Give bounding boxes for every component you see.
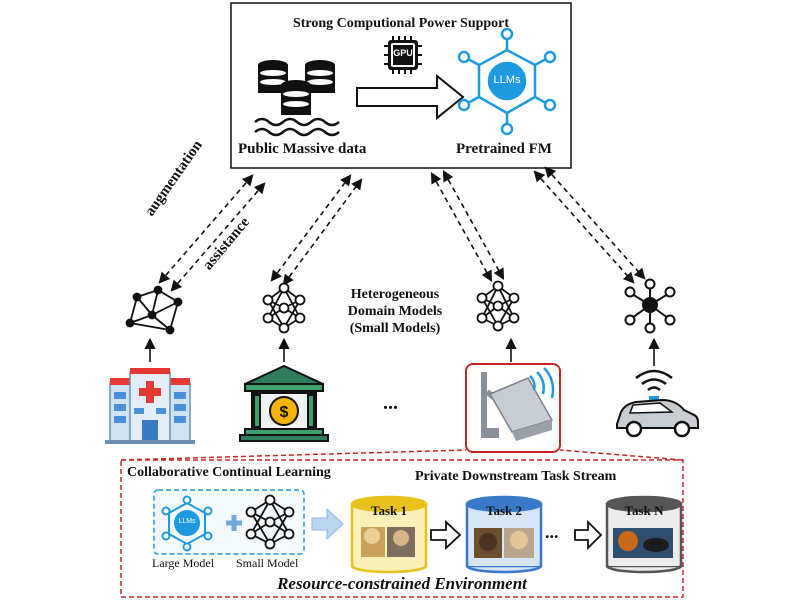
- car-network-icon: [624, 278, 676, 334]
- transfer-arrow: [356, 73, 465, 121]
- large-model-llm-icon: [161, 495, 213, 552]
- domain-models-line-3: (Small Models): [349, 321, 441, 336]
- small-model-network-icon: [245, 494, 295, 550]
- arrow-car-1: [533, 170, 635, 284]
- task-2-label: Task 2: [485, 503, 523, 518]
- domain-models-line-1: Heterogeneous: [350, 287, 440, 302]
- environment-box: [120, 459, 684, 598]
- task-1-label: Task 1: [370, 503, 408, 518]
- arrow-bank-1: [270, 174, 352, 282]
- arrow-car-2: [544, 166, 646, 280]
- arrow-hospital-2: [170, 182, 266, 292]
- database-icon: [258, 60, 335, 115]
- bank-network-icon: [262, 282, 306, 334]
- task-n-label: Task N: [624, 503, 664, 518]
- car-icon: [616, 369, 699, 438]
- stream-title: Private Downstream Task Stream: [415, 469, 617, 484]
- environment-label: Resource-constrained Environment: [277, 574, 527, 593]
- public-data-label: Public Massive data: [238, 141, 367, 157]
- wave-icon: [254, 117, 340, 137]
- camera-network-icon: [476, 280, 520, 332]
- arrow-camera-2: [442, 170, 505, 280]
- small-model-label: Small Model: [236, 556, 299, 570]
- dollar-sign-icon: $: [280, 404, 289, 421]
- task-n-cylinder: [605, 495, 683, 574]
- hospital-network-icon: [125, 285, 183, 335]
- collab-to-task-arrow: [311, 507, 344, 541]
- up-arrows: [144, 337, 660, 366]
- arrow-camera-1: [430, 172, 493, 282]
- large-model-label: Large Model: [152, 556, 215, 570]
- gpu-label: GPU: [393, 48, 413, 58]
- task-ellipsis: ...: [545, 522, 559, 542]
- task-arrow-1: [430, 519, 462, 551]
- top-box-title: Strong Computional Power Support: [292, 16, 510, 31]
- task-1-cylinder: [350, 495, 428, 574]
- llm-network-icon: [457, 27, 557, 136]
- task-2-cylinder: [465, 495, 543, 574]
- domain-ellipsis: ...: [383, 392, 398, 414]
- dashed-arrows: [158, 166, 646, 292]
- pretrained-fm-label: Pretrained FM: [456, 141, 552, 157]
- bottom-llm-label: LLMs: [178, 518, 196, 525]
- task-arrow-2: [574, 519, 603, 551]
- collab-title: Collaborative Continual Learning: [127, 465, 331, 480]
- top-llm-label: LLMs: [493, 74, 521, 86]
- gpu-chip-icon: [384, 36, 422, 74]
- hospital-icon: [105, 368, 195, 444]
- domain-models-label: Heterogeneous Domain Models (Small Model…: [330, 286, 460, 337]
- domain-models-line-2: Domain Models: [347, 304, 443, 319]
- arrow-bank-2: [282, 178, 363, 286]
- surveillance-camera-icon: [481, 367, 555, 441]
- plus-icon: [226, 515, 242, 531]
- bank-icon: [239, 364, 329, 442]
